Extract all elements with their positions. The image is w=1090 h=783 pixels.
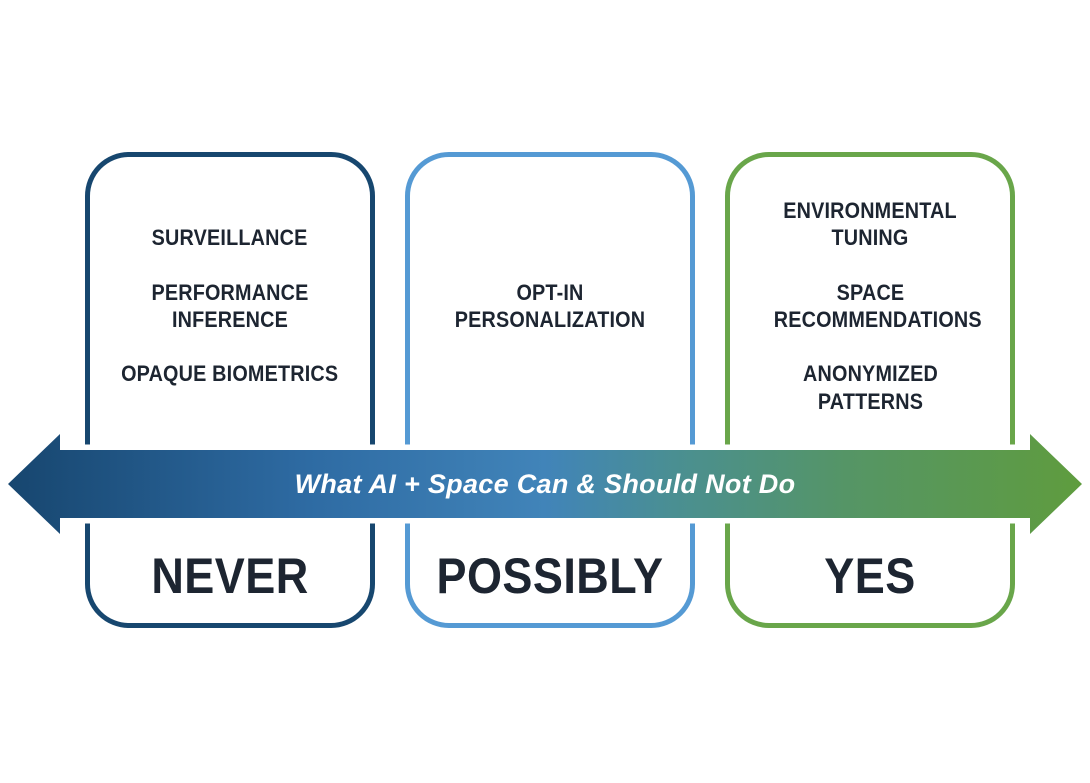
card-item-anonymized-patterns: ANONYMIZED PATTERNS	[802, 361, 938, 414]
arrow-svg	[0, 430, 1090, 538]
possibly-card-items: OPT-IN PERSONALIZATION	[410, 157, 690, 455]
arrow-shape	[8, 434, 1082, 534]
yes-label: YES	[824, 548, 916, 604]
gradient-double-arrow: What AI + Space Can & Should Not Do	[0, 430, 1090, 538]
possibly-card: OPT-IN PERSONALIZATION POSSIBLY	[405, 152, 695, 628]
card-item-opt-in-personalization: OPT-IN PERSONALIZATION	[454, 279, 646, 332]
card-item-space-recommendations: SPACE RECOMMENDATIONS	[773, 279, 982, 332]
card-item-environmental-tuning: ENVIRONMENTAL TUNING	[783, 198, 957, 251]
arrow-title: What AI + Space Can & Should Not Do	[294, 468, 796, 499]
card-item-performance-inference: PERFORMANCE INFERENCE	[151, 279, 309, 332]
never-card-items: SURVEILLANCE PERFORMANCE INFERENCE OPAQU…	[90, 157, 370, 455]
possibly-label: POSSIBLY	[436, 548, 664, 604]
yes-card-items: ENVIRONMENTAL TUNING SPACE RECOMMENDATIO…	[730, 157, 1010, 455]
never-label: NEVER	[151, 548, 309, 604]
never-card: SURVEILLANCE PERFORMANCE INFERENCE OPAQU…	[85, 152, 375, 628]
card-item-opaque-biometrics: OPAQUE BIOMETRICS	[121, 361, 339, 387]
card-item-surveillance: SURVEILLANCE	[152, 225, 308, 251]
yes-card: ENVIRONMENTAL TUNING SPACE RECOMMENDATIO…	[725, 152, 1015, 628]
